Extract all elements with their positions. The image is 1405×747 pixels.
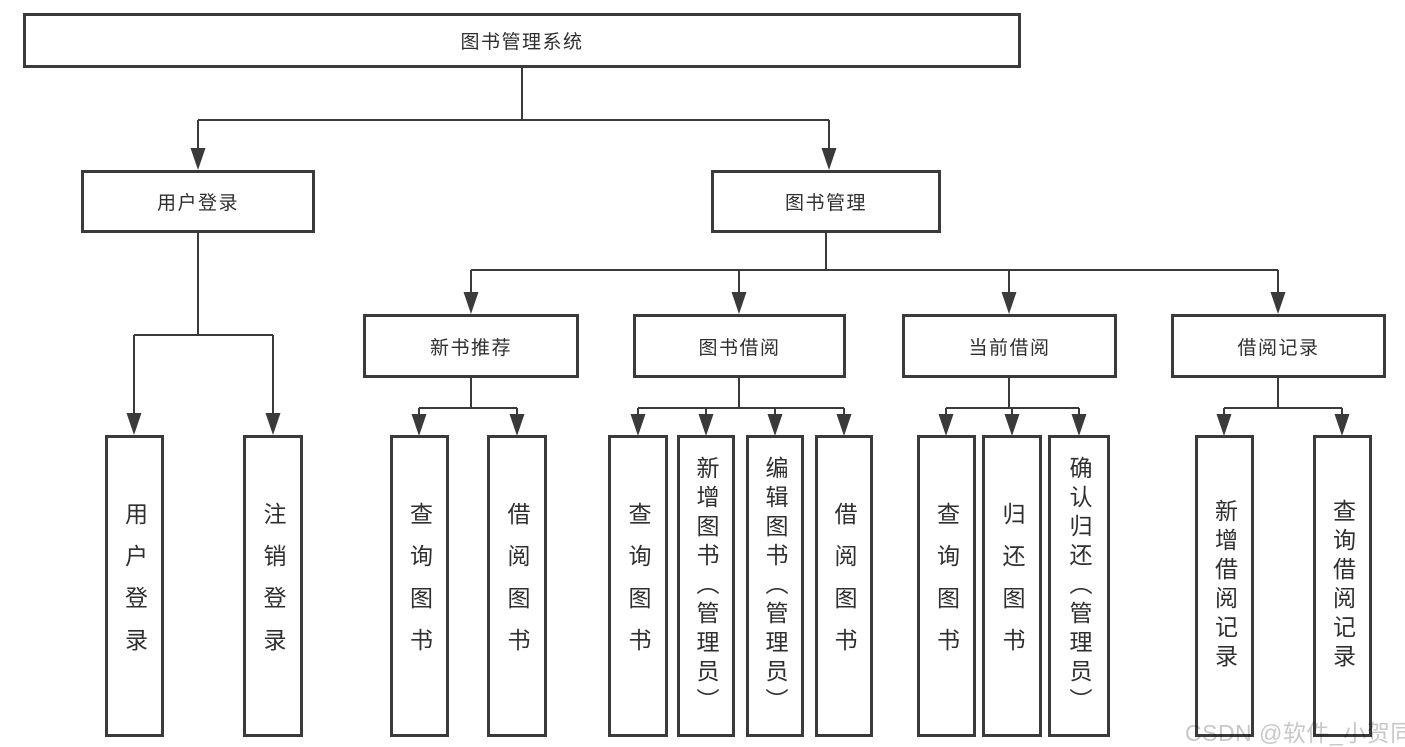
leaf-logout-login: 注销登录 [243,435,303,737]
leaf-label: 归还图书 [999,502,1025,670]
leaf-label: 查询图书 [625,502,651,670]
node-current-borrowing: 当前借阅 [902,314,1117,378]
leaf-label: 编辑图书（管理员） [762,455,788,717]
leaf-borrow-books-borrowing: 借阅图书 [815,435,873,737]
leaf-label: 查询借阅记录 [1329,499,1356,673]
csdn-watermark: CSDN @软件_小贺同学 [1185,720,1405,746]
leaf-label: 借阅图书 [504,502,530,670]
leaf-confirm-return-admin: 确认归还（管理员） [1048,435,1110,737]
leaf-label: 确认归还（管理员） [1066,455,1092,717]
leaf-label: 新增图书（管理员） [693,455,719,717]
node-new-book-recommendation: 新书推荐 [363,314,579,378]
leaf-query-borrow-record: 查询借阅记录 [1313,435,1372,737]
leaf-label: 注销登录 [260,502,286,670]
leaf-label: 借阅图书 [831,502,857,670]
connector-borrow-records-branch [1216,376,1350,436]
connector-current-borrow-branch [938,376,1087,436]
node-book-borrowing: 图书借阅 [633,314,846,378]
node-borrowing-records: 借阅记录 [1171,314,1386,378]
leaf-label: 查询图书 [933,502,960,670]
leaf-query-books-recommend: 查询图书 [390,435,449,737]
leaf-label: 用户登录 [121,502,148,670]
connector-book-borrow-branch [630,376,852,436]
leaf-user-login: 用户登录 [105,435,164,737]
node-library-management-system: 图书管理系统 [23,13,1021,68]
leaf-add-borrow-record: 新增借阅记录 [1195,435,1254,737]
connector-root-to-level2 [190,68,837,170]
node-user-login: 用户登录 [81,170,315,233]
leaf-return-books: 归还图书 [982,435,1042,737]
leaf-label: 查询图书 [406,502,433,670]
node-book-management: 图书管理 [711,170,941,233]
connector-new-book-branch [411,376,525,436]
connector-user-login-branch [126,231,281,435]
leaf-borrow-books-recommend: 借阅图书 [487,435,547,737]
leaf-label: 新增借阅记录 [1211,499,1238,673]
leaf-add-books-admin: 新增图书（管理员） [677,435,735,737]
leaf-query-books-borrowing: 查询图书 [608,435,668,737]
leaf-edit-books-admin: 编辑图书（管理员） [746,435,804,737]
leaf-query-books-current: 查询图书 [917,435,976,737]
connector-book-management-branch [463,231,1286,314]
